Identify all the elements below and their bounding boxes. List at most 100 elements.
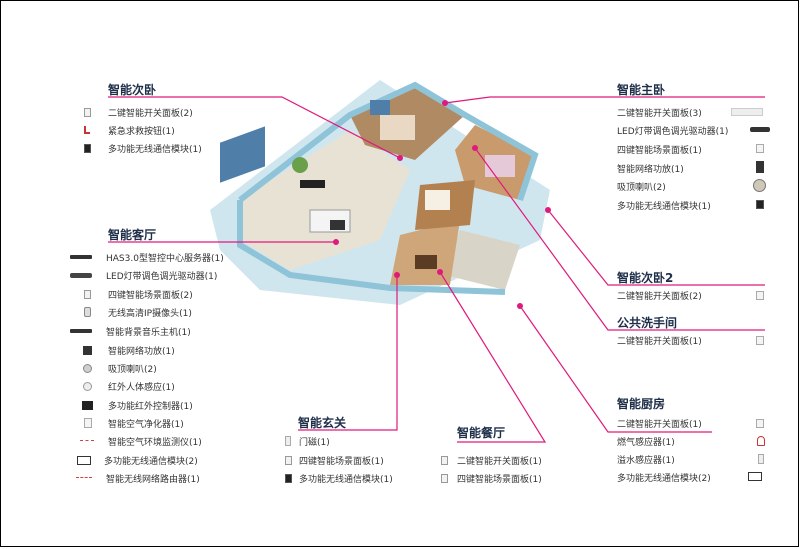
list-item: 智能空气环境监测仪(1): [80, 433, 202, 449]
list-item: 多功能无线通信模块(2): [617, 473, 711, 484]
window-top: [370, 100, 390, 115]
dot-entrance: [394, 272, 400, 278]
dot-dining-room: [437, 269, 443, 275]
ir-controller-icon: [82, 400, 93, 410]
list-item: 二键智能开关面板(1): [617, 336, 702, 347]
list-item: 二键智能开关面板(1): [441, 452, 542, 468]
list-item: 溢水感应器(1): [617, 455, 675, 466]
gas-sensor-icon: [757, 436, 765, 446]
list-item: 吸顶喇叭(2): [617, 182, 666, 193]
amplifier-icon: [83, 345, 92, 355]
music-host-icon: [70, 329, 92, 333]
router-icon: [76, 476, 92, 480]
section-title-master-bedroom: 智能主卧: [617, 83, 666, 97]
air-monitor-icon: [80, 439, 94, 443]
list-item: LED灯带调色调光驱动器(1): [70, 267, 217, 283]
water-sensor-icon: [758, 454, 764, 464]
list-item: 门磁(1): [285, 433, 330, 449]
list-item: 紧急求救按钮(1): [84, 122, 175, 138]
list-item: 多功能红外控制器(1): [82, 397, 193, 413]
motion-sensor-icon: [83, 381, 92, 391]
wireless-module-icon: [77, 455, 91, 465]
list-item: 智能网络功放(1): [617, 164, 684, 175]
list-item: 二键智能开关面板(2): [84, 104, 193, 120]
server-icon: [70, 255, 92, 259]
wireless-module-icon: [84, 143, 91, 153]
list-item: 智能背景音乐主机(1): [70, 323, 191, 339]
list-item: 红外人体感应(1): [83, 378, 175, 394]
list-item: 二键智能开关面板(1): [617, 419, 702, 430]
list-item: 智能空气净化器(1): [84, 415, 184, 431]
bed-second-bedroom: [380, 115, 415, 140]
list-item: 二键智能开关面板(3): [617, 108, 702, 119]
list-item: 智能网络功放(1): [83, 342, 175, 358]
outer-walls: [238, 81, 539, 203]
line-second-bedroom-2: [547, 209, 765, 286]
plant: [292, 157, 308, 173]
scene-panel-icon: [285, 455, 292, 465]
switch-panel-icon: [756, 336, 764, 345]
dot-second-bedroom: [397, 155, 403, 161]
switch-panel-icon: [731, 108, 763, 116]
list-item: LED灯带调色调光驱动器(1): [617, 126, 729, 137]
speaker-icon: [83, 363, 92, 373]
section-title-public-bathroom: 公共洗手间: [617, 316, 678, 330]
line-dining-room: [439, 271, 547, 443]
section-title-second-bedroom-2: 智能次卧2: [617, 271, 674, 285]
section-title-dining-room: 智能餐厅: [457, 426, 506, 440]
dot-kitchen: [517, 303, 523, 309]
list-item: HAS3.0型智控中心服务器(1): [70, 249, 224, 265]
list-item: 二键智能开关面板(2): [617, 291, 702, 302]
list-item: 无线高清IP摄像头(1): [84, 304, 192, 320]
section-title-kitchen: 智能厨房: [617, 397, 666, 411]
list-item: 吸顶喇叭(2): [83, 360, 157, 376]
list-item: 多功能无线通信模块(1): [617, 201, 711, 212]
coffee-table: [330, 220, 345, 230]
speaker-icon: [753, 179, 766, 192]
line-public-bathroom: [474, 147, 765, 331]
section-title-entrance: 智能玄关: [298, 416, 347, 430]
list-item: 四键智能场景面板(2): [84, 286, 193, 302]
tv: [300, 180, 325, 188]
line-entrance: [298, 275, 398, 431]
kitchen-floor: [445, 230, 520, 290]
list-item: 多功能无线通信模块(2): [77, 452, 198, 468]
wireless-module-icon: [756, 200, 764, 209]
dot-second-bedroom-2: [545, 207, 551, 213]
scene-panel-icon: [756, 144, 764, 153]
amplifier-icon: [756, 161, 764, 173]
dining-room-floor: [390, 220, 460, 285]
section-title-second-bedroom: 智能次卧: [108, 83, 157, 97]
ip-camera-icon: [84, 307, 91, 317]
list-item: 多功能无线通信模块(1): [84, 140, 202, 156]
floor-plan-illustration: [210, 80, 550, 305]
wireless-module-icon: [748, 472, 762, 481]
scene-panel-icon: [441, 473, 448, 483]
wireless-module-icon: [285, 473, 292, 483]
dot-living-room: [333, 239, 339, 245]
list-item: 燃气感应器(1): [617, 437, 675, 448]
living-room-floor: [240, 130, 410, 270]
line-master-bedroom: [444, 96, 765, 104]
switch-panel-icon: [441, 455, 448, 465]
list-item: 多功能无线通信模块(1): [285, 470, 393, 486]
section-title-living-room: 智能客厅: [108, 228, 157, 242]
list-item: 智能无线网络路由器(1): [76, 470, 200, 486]
bed-second-bedroom-2: [425, 190, 450, 210]
list-item: 四键智能场景面板(1): [285, 452, 384, 468]
switch-panel-icon: [756, 291, 764, 300]
list-item: 四键智能场景面板(1): [441, 470, 542, 486]
dot-public-bathroom: [472, 145, 478, 151]
door-sensor-icon: [285, 436, 291, 446]
led-driver-icon: [70, 272, 92, 278]
emergency-button-icon: [84, 126, 90, 134]
dot-master-bedroom: [442, 100, 448, 106]
air-purifier-icon: [84, 418, 92, 428]
switch-panel-icon: [756, 419, 764, 428]
led-driver-icon: [750, 127, 770, 132]
dining-table: [415, 255, 437, 269]
line-second-bedroom: [108, 96, 401, 159]
switch-panel-icon: [84, 107, 91, 117]
line-kitchen: [519, 305, 712, 433]
